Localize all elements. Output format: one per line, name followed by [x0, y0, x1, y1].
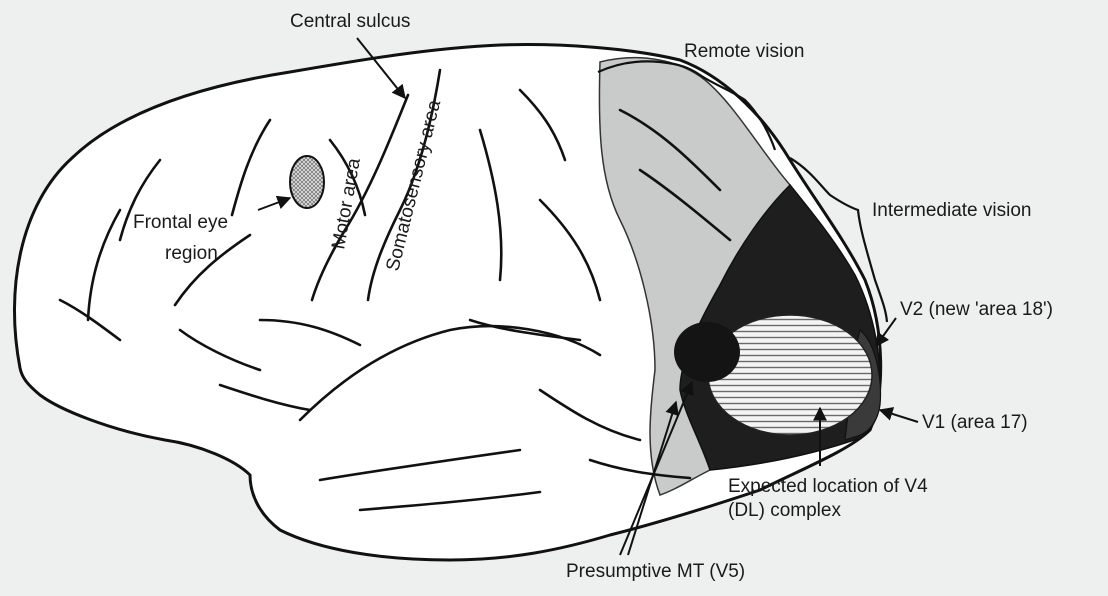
v1-label: V1 (area 17)	[922, 412, 1028, 433]
mt-region	[674, 322, 740, 382]
frontal-eye-label-line1: Frontal eye	[133, 212, 228, 233]
v4-label-line2: (DL) complex	[728, 500, 841, 521]
central-sulcus-label: Central sulcus	[290, 11, 410, 32]
remote-vision-label: Remote vision	[684, 41, 804, 62]
frontal-eye-label-line2: region	[165, 243, 218, 264]
v2-label: V2 (new 'area 18')	[900, 299, 1053, 320]
v4-label-line1: Expected location of V4	[728, 476, 928, 497]
v4-complex-region	[708, 315, 872, 435]
mt-label: Presumptive MT (V5)	[566, 561, 745, 582]
v1-arrow	[880, 410, 918, 422]
intermediate-vision-label: Intermediate vision	[872, 200, 1031, 221]
frontal-eye-region-shape	[290, 156, 324, 208]
